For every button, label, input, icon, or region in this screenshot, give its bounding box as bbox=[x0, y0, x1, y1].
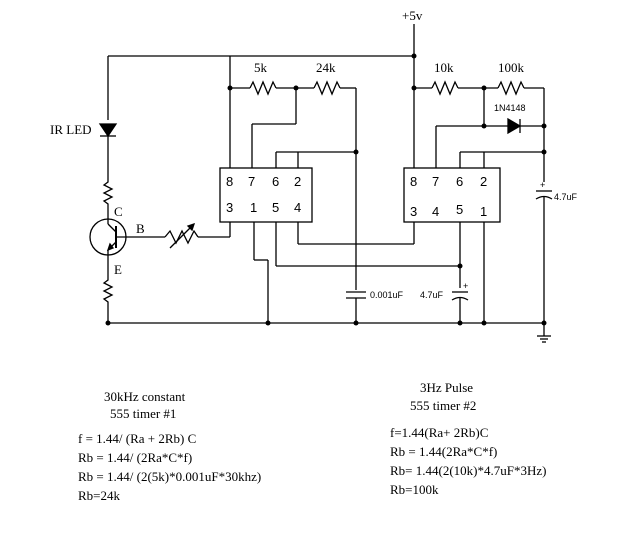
transistor-e-label: E bbox=[114, 262, 122, 277]
cap-mid-label: 4.7uF bbox=[420, 290, 444, 300]
timer2-formula: Rb=100k bbox=[390, 482, 439, 497]
timer2-ic bbox=[403, 167, 501, 223]
t2-pin: 7 bbox=[432, 174, 439, 189]
plus-sign: + bbox=[540, 180, 545, 190]
t2-pin: 2 bbox=[480, 174, 487, 189]
t2-pin: 6 bbox=[456, 174, 463, 189]
resistor-5k bbox=[249, 80, 277, 96]
timer2-formula: Rb = 1.44(2Ra*C*f) bbox=[390, 444, 497, 459]
timer1-formula: Rb = 1.44/ (2(5k)*0.001uF*30khz) bbox=[78, 469, 261, 484]
r-5k-label: 5k bbox=[254, 60, 268, 75]
t1-pin: 2 bbox=[294, 174, 301, 189]
t1-pin: 1 bbox=[250, 200, 257, 215]
cap-001-label: 0.001uF bbox=[370, 290, 404, 300]
t1-pin: 4 bbox=[294, 200, 301, 215]
timer2-title: 3Hz Pulse bbox=[420, 380, 473, 395]
plus-sign: + bbox=[463, 281, 468, 291]
t2-pin: 3 bbox=[410, 204, 417, 219]
timer2-subtitle: 555 timer #2 bbox=[410, 398, 476, 413]
timer1-ic bbox=[219, 167, 313, 223]
collector-resistor bbox=[102, 178, 114, 210]
diode-1n4148 bbox=[507, 117, 522, 135]
base-potentiometer bbox=[164, 229, 199, 245]
t1-pin: 6 bbox=[272, 174, 279, 189]
timer1-formula: Rb = 1.44/ (2Ra*C*f) bbox=[78, 450, 192, 465]
diode-label: 1N4148 bbox=[494, 103, 526, 113]
t1-pin: 3 bbox=[226, 200, 233, 215]
timer2-formula: f=1.44(Ra+ 2Rb)C bbox=[390, 425, 488, 440]
cap-top-label: 4.7uF bbox=[554, 192, 578, 202]
t1-pin: 5 bbox=[272, 200, 279, 215]
timer1-subtitle: 555 timer #1 bbox=[110, 406, 176, 421]
t2-pin: 1 bbox=[480, 204, 487, 219]
emitter-resistor bbox=[102, 276, 114, 310]
timer1-formula: f = 1.44/ (Ra + 2Rb) C bbox=[78, 431, 196, 446]
t2-pin: 8 bbox=[410, 174, 417, 189]
resistor-24k bbox=[313, 80, 341, 96]
r-100k-label: 100k bbox=[498, 60, 525, 75]
ir-led-label: IR LED bbox=[50, 122, 92, 137]
supply-label: +5v bbox=[402, 8, 423, 23]
t2-pin: 4 bbox=[432, 204, 439, 219]
r-24k-label: 24k bbox=[316, 60, 336, 75]
ir-led-symbol bbox=[98, 123, 118, 138]
r-10k-label: 10k bbox=[434, 60, 454, 75]
t1-pin: 7 bbox=[248, 174, 255, 189]
resistor-100k bbox=[497, 80, 525, 96]
timer1-title: 30kHz constant bbox=[104, 389, 186, 404]
t1-pin: 8 bbox=[226, 174, 233, 189]
transistor-b-label: B bbox=[136, 221, 145, 236]
resistor-10k bbox=[431, 80, 459, 96]
t2-pin: 5 bbox=[456, 202, 463, 217]
timer1-formula: Rb=24k bbox=[78, 488, 121, 503]
transistor-c-label: C bbox=[114, 204, 123, 219]
junction-dots bbox=[105, 53, 547, 326]
timer2-formula: Rb= 1.44(2(10k)*4.7uF*3Hz) bbox=[390, 463, 546, 478]
